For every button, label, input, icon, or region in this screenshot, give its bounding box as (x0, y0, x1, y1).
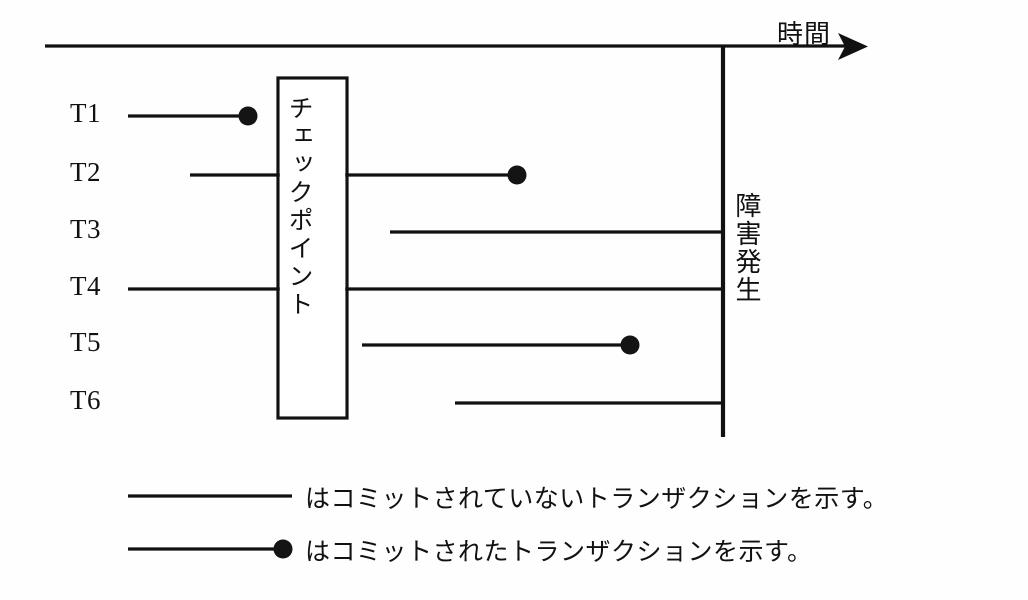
transaction-label-t4: T4 (70, 271, 101, 301)
checkpoint-box-interior (279, 79, 346, 417)
transaction-label-t2: T2 (70, 157, 101, 187)
commit-dot-icon-t5 (620, 335, 640, 355)
time-axis-label: 時間 (777, 20, 832, 50)
commit-dot-icon-t2 (507, 165, 527, 185)
legend-commit-dot-icon (273, 539, 293, 559)
commit-dot-icon-t1 (238, 106, 258, 126)
legend-item-uncommitted-text: はコミットされていないトランザクションを示す。 (305, 484, 889, 513)
transaction-lines-group (128, 79, 723, 417)
legend-item-committed-text: はコミットされたトランザクションを示す。 (305, 537, 813, 566)
time-axis-arrow-icon (838, 33, 868, 60)
transaction-label-t5: T5 (70, 327, 101, 357)
transaction-label-t1: T1 (70, 98, 101, 128)
failure-occurrence-label: 障害発生 (731, 192, 761, 304)
transaction-label-t3: T3 (70, 214, 101, 244)
transaction-label-t6: T6 (70, 385, 101, 415)
checkpoint-label: チェックポイント (285, 95, 314, 319)
